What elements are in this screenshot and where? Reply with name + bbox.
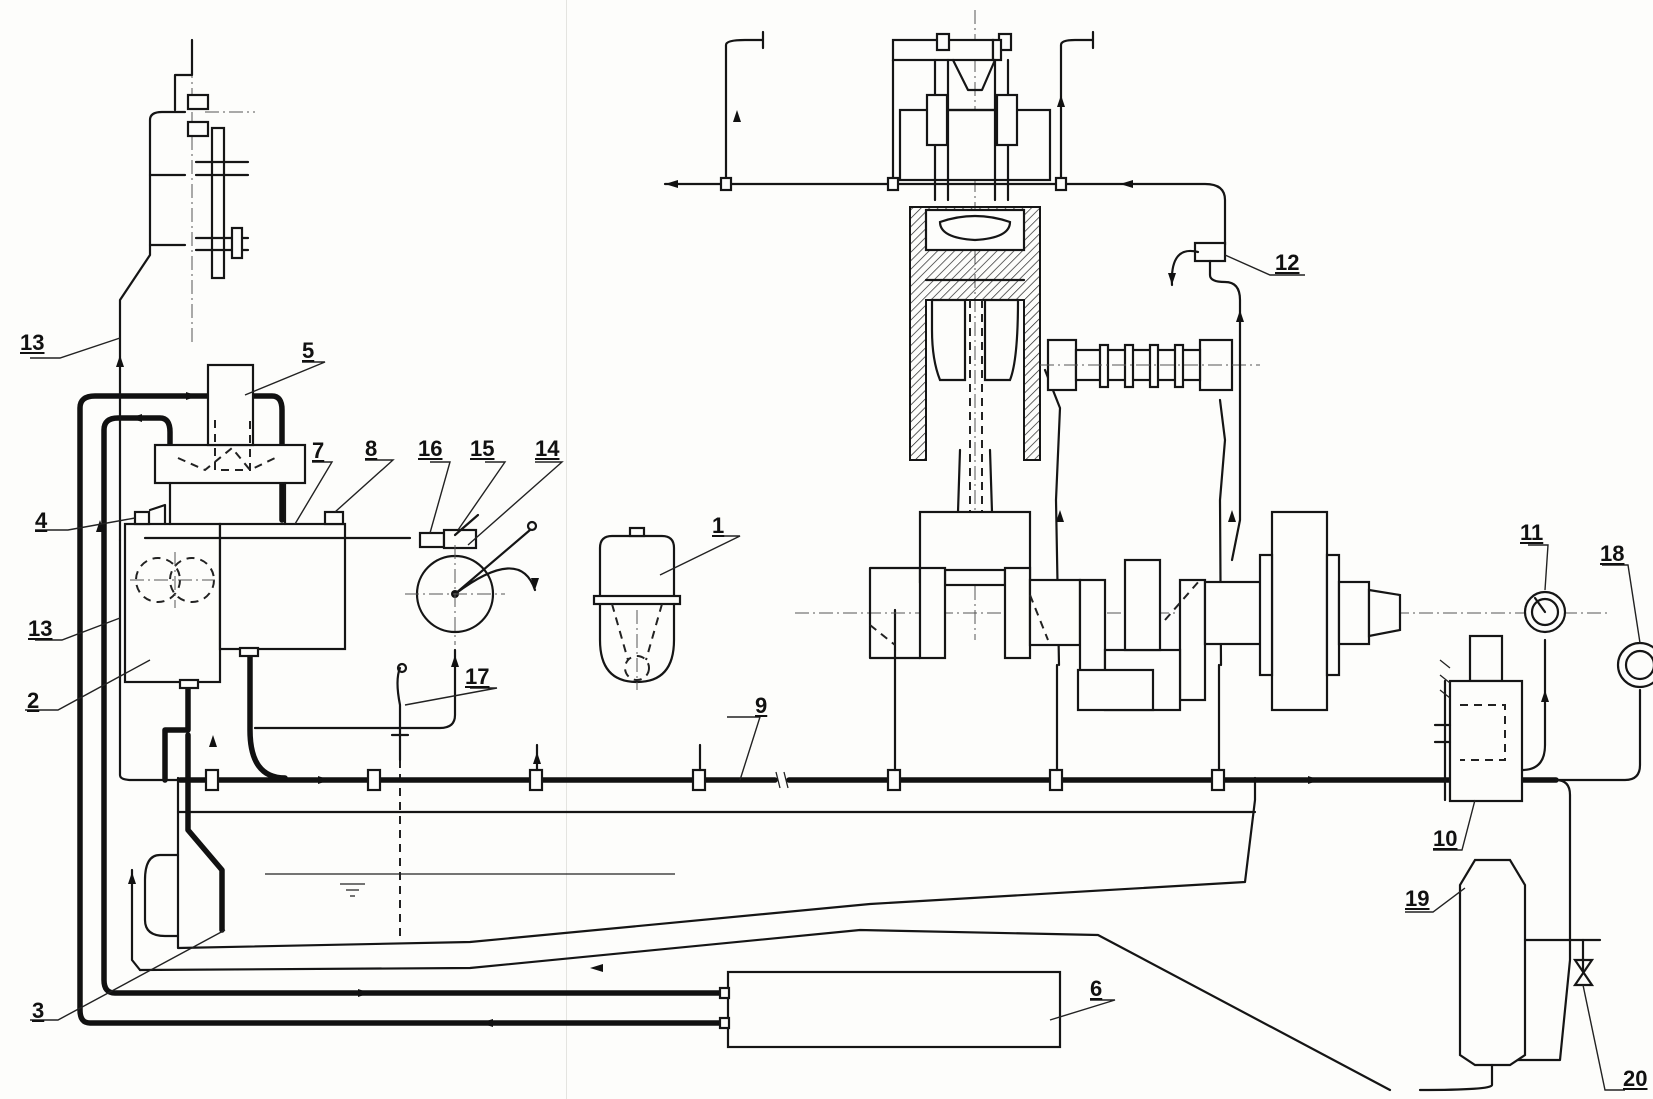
oil-cooler xyxy=(718,970,1062,1049)
label-13-upper: 13 xyxy=(20,330,45,355)
return-pipes xyxy=(77,393,1392,1092)
camshaft xyxy=(1040,338,1260,392)
flow-arrows xyxy=(96,95,1549,1027)
label-7: 7 xyxy=(312,438,325,463)
label-1: 1 xyxy=(712,513,725,538)
pipe-13 xyxy=(118,38,255,542)
right-side-units xyxy=(1418,590,1653,1092)
paper-fold-line xyxy=(566,0,567,1099)
label-3: 3 xyxy=(32,998,45,1023)
crankshaft xyxy=(795,510,1610,712)
label-13-lower: 13 xyxy=(28,616,53,641)
label-17: 17 xyxy=(465,664,490,689)
rocker-oil-pipe xyxy=(663,30,1242,562)
oil-sump xyxy=(143,760,1257,950)
label-20: 20 xyxy=(1623,1066,1648,1091)
label-6: 6 xyxy=(1090,976,1103,1001)
label-16: 16 xyxy=(418,436,443,461)
label-8: 8 xyxy=(365,436,378,461)
engine-cylinder xyxy=(891,10,1052,640)
label-5: 5 xyxy=(302,338,315,363)
label-4: 4 xyxy=(35,508,48,533)
oil-tank xyxy=(592,526,682,690)
oil-filter xyxy=(390,513,538,737)
label-9: 9 xyxy=(755,693,768,718)
oil-pump-assembly xyxy=(123,363,412,690)
label-14: 14 xyxy=(535,436,560,461)
label-10: 10 xyxy=(1433,826,1458,851)
label-19: 19 xyxy=(1405,886,1430,911)
label-12: 12 xyxy=(1275,250,1300,275)
leader-lines xyxy=(25,254,1641,1091)
label-2: 2 xyxy=(27,688,40,713)
label-18: 18 xyxy=(1600,541,1625,566)
label-11: 11 xyxy=(1520,520,1544,545)
label-15: 15 xyxy=(470,436,495,461)
